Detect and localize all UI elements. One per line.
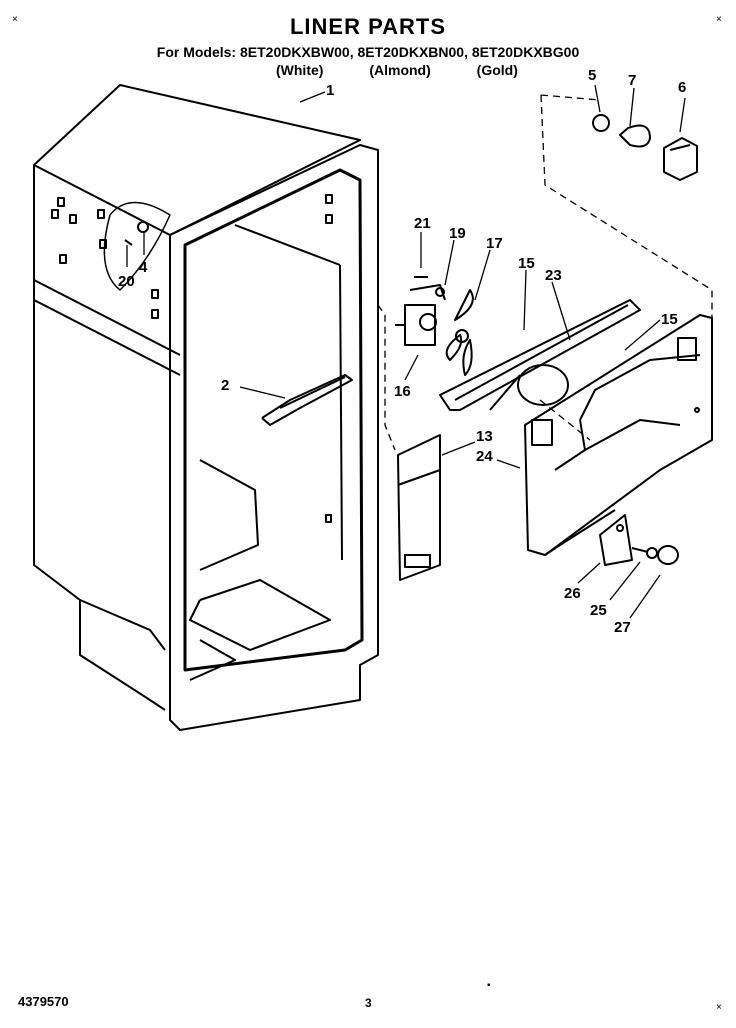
callout-17: 17 xyxy=(486,235,503,252)
callout-6: 6 xyxy=(678,79,686,96)
page-title: LINER PARTS xyxy=(289,14,447,39)
light-parts xyxy=(592,114,698,181)
callout-4: 4 xyxy=(139,259,148,276)
callout-5: 5 xyxy=(588,67,596,84)
registration-mark: × xyxy=(716,14,722,25)
callout-20: 20 xyxy=(118,273,135,290)
callout-21: 21 xyxy=(414,215,431,232)
callout-16: 16 xyxy=(394,383,411,400)
evaporator-cover-panel xyxy=(524,314,713,556)
callout-24: 24 xyxy=(476,448,493,465)
callout-25: 25 xyxy=(590,602,607,619)
finish-gold: (Gold) xyxy=(476,62,518,78)
finish-almond: (Almond) xyxy=(369,62,431,78)
registration-mark: × xyxy=(716,1002,722,1013)
registration-mark: × xyxy=(12,14,18,25)
callout-19: 19 xyxy=(449,225,466,242)
callout-15-lower: 15 xyxy=(661,311,678,328)
fan-motor-assembly xyxy=(395,276,474,376)
callout-27: 27 xyxy=(614,619,631,636)
leader-lines xyxy=(126,84,686,619)
callout-2: 2 xyxy=(221,377,229,394)
exploded-view-lines xyxy=(377,94,713,451)
shelf-rail xyxy=(261,374,353,426)
callout-26: 26 xyxy=(564,585,581,602)
grille xyxy=(397,434,441,581)
models-line: For Models: 8ET20DKXBW00, 8ET20DKXBN00, … xyxy=(156,44,580,60)
registration-mark: ▪ xyxy=(487,980,491,991)
callout-15-upper: 15 xyxy=(518,255,535,272)
air-duct-cover xyxy=(439,299,641,411)
liner-cabinet xyxy=(33,84,379,731)
callout-23: 23 xyxy=(545,267,562,284)
callout-1: 1 xyxy=(326,82,334,99)
page-number: 3 xyxy=(365,996,372,1010)
callout-labels: 1 2 4 20 21 19 17 15 16 23 15 13 24 26 2… xyxy=(118,67,686,636)
callout-7: 7 xyxy=(628,72,636,89)
finish-white: (White) xyxy=(276,62,324,78)
document-number: 4379570 xyxy=(18,994,69,1009)
control-parts xyxy=(599,514,679,566)
callout-13: 13 xyxy=(476,428,493,445)
finishes-line: (White) (Almond) (Gold) xyxy=(276,62,560,78)
